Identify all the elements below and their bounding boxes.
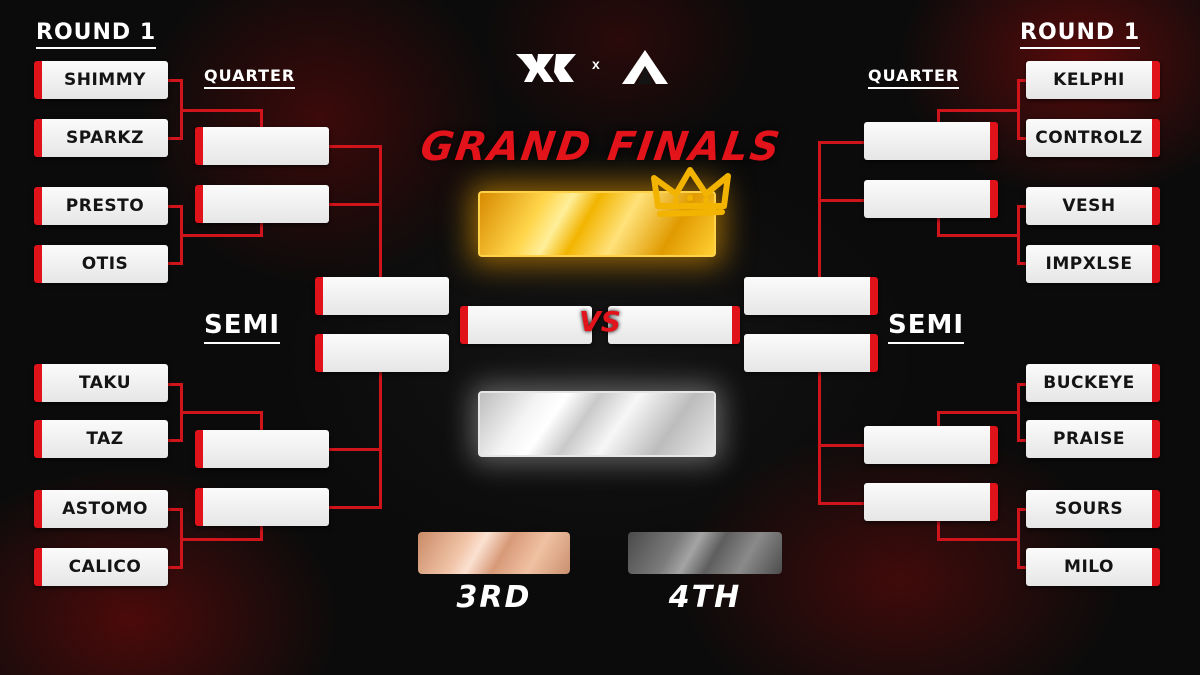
vs-label: VS: [579, 305, 621, 338]
underline: [1020, 47, 1141, 49]
semi-left-label: SEMI: [204, 310, 281, 340]
fourth-place-label: 4TH: [668, 580, 742, 615]
logo-separator: x: [592, 56, 600, 72]
fourth-place-slot[interactable]: [628, 532, 782, 574]
left-r1-slot-4[interactable]: OTIS: [34, 245, 168, 283]
round1-left-header: ROUND 1: [36, 20, 157, 49]
right-r1-slot-1[interactable]: KELPHI: [1026, 61, 1160, 99]
right-r1-slot-4[interactable]: IMPXLSE: [1026, 245, 1160, 283]
left-r1-slot-3[interactable]: PRESTO: [34, 187, 168, 225]
underline: [36, 47, 157, 49]
third-place-label: 3RD: [456, 580, 532, 615]
runner-up-slot[interactable]: [478, 391, 716, 457]
left-quarter-slot-3[interactable]: [195, 430, 329, 468]
semi-right-label: SEMI: [888, 310, 965, 340]
right-r1-slot-8[interactable]: MILO: [1026, 548, 1160, 586]
left-semi-slot-1[interactable]: [315, 277, 449, 315]
final-slot-right[interactable]: [608, 306, 740, 344]
round1-right-label: ROUND 1: [1020, 20, 1141, 45]
crown-icon: [651, 167, 731, 217]
round1-right-header: ROUND 1: [1020, 20, 1141, 49]
third-place-slot[interactable]: [418, 532, 570, 574]
semi-left-header: SEMI: [204, 310, 281, 344]
right-quarter-slot-3[interactable]: [864, 426, 998, 464]
underline: [868, 87, 960, 89]
right-r1-slot-6[interactable]: PRAISE: [1026, 420, 1160, 458]
underline: [888, 342, 965, 344]
right-quarter-slot-4[interactable]: [864, 483, 998, 521]
right-semi-slot-1[interactable]: [744, 277, 878, 315]
left-r1-slot-7[interactable]: ASTOMO: [34, 490, 168, 528]
left-r1-slot-2[interactable]: SPARKZ: [34, 119, 168, 157]
rk-logo-icon: [516, 54, 576, 82]
quarter-right-header: QUARTER: [868, 66, 960, 89]
left-r1-slot-5[interactable]: TAKU: [34, 364, 168, 402]
left-r1-slot-6[interactable]: TAZ: [34, 420, 168, 458]
left-r1-slot-1[interactable]: SHIMMY: [34, 61, 168, 99]
right-quarter-slot-2[interactable]: [864, 180, 998, 218]
right-quarter-slot-1[interactable]: [864, 122, 998, 160]
semi-right-header: SEMI: [888, 310, 965, 344]
right-r1-slot-2[interactable]: CONTROLZ: [1026, 119, 1160, 157]
quarter-right-label: QUARTER: [868, 66, 960, 85]
left-quarter-slot-2[interactable]: [195, 185, 329, 223]
round1-left-label: ROUND 1: [36, 20, 157, 45]
left-quarter-slot-4[interactable]: [195, 488, 329, 526]
right-r1-slot-3[interactable]: VESH: [1026, 187, 1160, 225]
grand-finals-title: GRAND FINALS: [417, 124, 785, 170]
logo-group: x: [514, 48, 674, 88]
right-semi-slot-2[interactable]: [744, 334, 878, 372]
underline: [204, 87, 296, 89]
left-semi-slot-2[interactable]: [315, 334, 449, 372]
right-r1-slot-5[interactable]: BUCKEYE: [1026, 364, 1160, 402]
left-quarter-slot-1[interactable]: [195, 127, 329, 165]
quarter-left-label: QUARTER: [204, 66, 296, 85]
right-r1-slot-7[interactable]: SOURS: [1026, 490, 1160, 528]
a-logo-icon: [622, 50, 668, 84]
quarter-left-header: QUARTER: [204, 66, 296, 89]
left-r1-slot-8[interactable]: CALICO: [34, 548, 168, 586]
final-slot-left[interactable]: [460, 306, 592, 344]
underline: [204, 342, 281, 344]
